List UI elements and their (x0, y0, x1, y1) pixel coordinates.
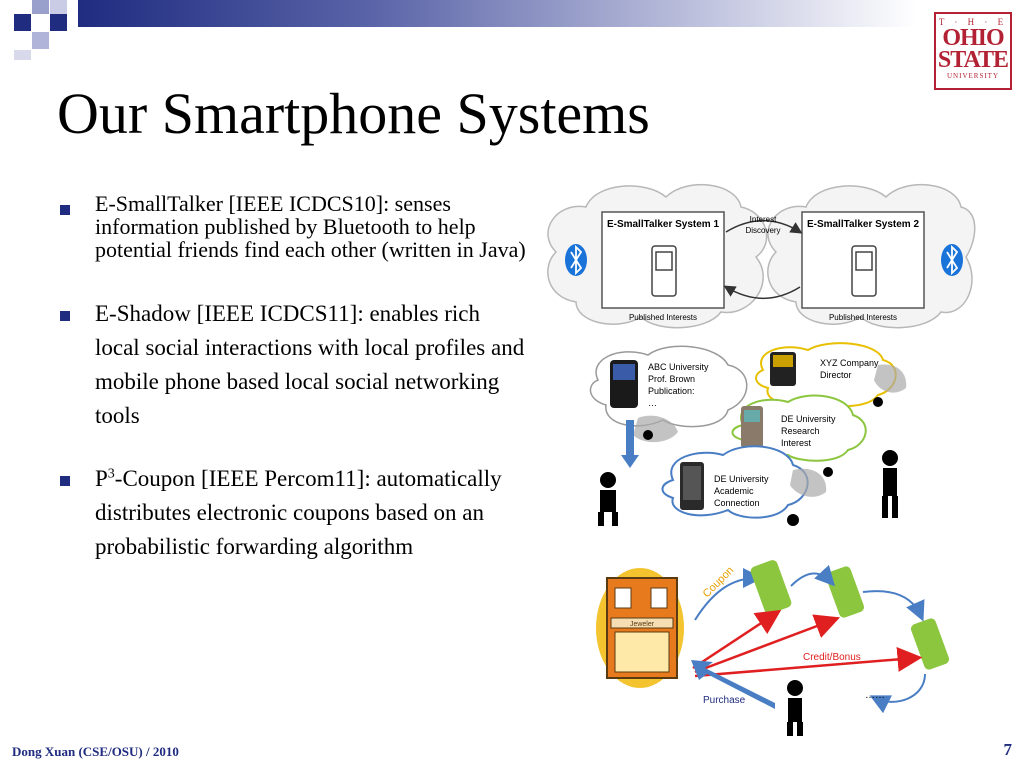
abc-line-2: Prof. Brown (648, 374, 695, 384)
shadow-figures (633, 364, 907, 497)
de-research-line-1: DE University (781, 414, 836, 424)
dots-label: …… (865, 690, 885, 701)
bullet-superscript: 3 (107, 466, 115, 482)
coupon-label: Coupon (701, 564, 737, 600)
published-interests-2: Published Interests (829, 313, 897, 322)
deco-square (14, 14, 31, 31)
published-interests-1: Published Interests (629, 313, 697, 322)
xyz-line-1: XYZ Company (820, 358, 879, 368)
bullet-p3coupon: P3-Coupon [IEEE Percom11]: automatically… (58, 462, 528, 564)
bullet-text: E-SmallTalker [IEEE ICDCS10]: senses inf… (95, 191, 526, 262)
interest-label-2: Discovery (745, 226, 780, 235)
osu-logo: T · H · E OHIO STATE UNIVERSITY (934, 12, 1012, 90)
person-icon (787, 680, 803, 736)
abc-line-4: … (648, 398, 657, 408)
phone-icon (651, 245, 877, 297)
de-academic-line-1: DE University (714, 474, 769, 484)
de-academic-line-2: Academic (714, 486, 754, 496)
esmalltalker-figure: E-SmallTalker System 1 E-SmallTalker Sys… (547, 184, 976, 329)
header-decoration (0, 0, 1024, 60)
forward-arrow (869, 673, 926, 714)
bullet-eshadow: E-Shadow [IEEE ICDCS11]: enables rich lo… (58, 297, 528, 433)
credit-bonus-label: Credit/Bonus (803, 652, 861, 663)
store-icon: Jeweler (596, 568, 684, 688)
deco-square (14, 50, 31, 60)
cloud-de-academic: DE University Academic Connection (661, 445, 809, 519)
coupon-arrow (694, 568, 763, 621)
smartphone-icon (750, 560, 950, 670)
bluetooth-icon (565, 244, 587, 276)
deco-square (50, 0, 67, 14)
header-gradient-bar (78, 0, 918, 27)
bullet-marker (60, 476, 70, 486)
credit-arrow (692, 609, 782, 670)
system1-label: E-SmallTalker System 1 (607, 219, 720, 230)
purchase-label: Purchase (703, 695, 746, 706)
interest-arrow-bottom (723, 285, 801, 299)
person-icon (598, 397, 898, 526)
slide-title: Our Smartphone Systems (57, 81, 650, 146)
cloud-xyz: XYZ Company Director (755, 342, 897, 408)
de-research-line-2: Research (781, 426, 820, 436)
credit-arrow (694, 646, 923, 678)
de-research-line-3: Interest (781, 438, 812, 448)
logo-university: UNIVERSITY (947, 72, 999, 80)
footer-author: Dong Xuan (CSE/OSU) / 2010 (12, 744, 179, 759)
interest-arrow-top (725, 220, 803, 234)
bullet-text-post: -Coupon [IEEE Percom11]: automatically d… (95, 466, 502, 559)
bullet-marker (60, 311, 70, 321)
xyz-line-2: Director (820, 370, 852, 380)
purchase-arrow (691, 660, 775, 709)
cloud-abc: ABC University Prof. Brown Publication: … (589, 345, 748, 428)
logo-the: T · H · E (938, 17, 1008, 27)
de-academic-line-3: Connection (714, 498, 760, 508)
eshadow-figure: ABC University Prof. Brown Publication: … (589, 342, 907, 526)
forward-arrow (790, 564, 836, 587)
bullet-text: E-Shadow [IEEE ICDCS11]: enables rich lo… (95, 301, 525, 428)
bluetooth-icon (941, 244, 963, 276)
bullet-marker (60, 205, 70, 215)
credit-arrow (694, 614, 841, 674)
interest-label-1: Interest (750, 215, 777, 224)
cloud-de-research: DE University Research Interest (731, 394, 867, 462)
store-sign: Jeweler (630, 621, 655, 628)
bullet-esmalltalker: E-SmallTalker [IEEE ICDCS10]: senses inf… (58, 192, 528, 261)
abc-line-3: Publication: (648, 386, 695, 396)
abc-line-1: ABC University (648, 362, 709, 372)
bullet-list: E-SmallTalker [IEEE ICDCS10]: senses inf… (58, 192, 528, 564)
deco-square (32, 0, 49, 14)
forward-arrow (862, 590, 925, 622)
page-number: 7 (1003, 740, 1013, 759)
logo-state: STATE (937, 47, 1009, 73)
system2-label: E-SmallTalker System 2 (807, 219, 920, 230)
p3coupon-figure: Jeweler Coupon Credit/Bonus Purchase …… (596, 560, 950, 736)
bullet-text-pre: P (95, 466, 108, 491)
logo-ohio: OHIO (942, 25, 1004, 51)
deco-square (50, 14, 67, 31)
download-arrow (621, 420, 639, 468)
deco-square (32, 32, 49, 49)
